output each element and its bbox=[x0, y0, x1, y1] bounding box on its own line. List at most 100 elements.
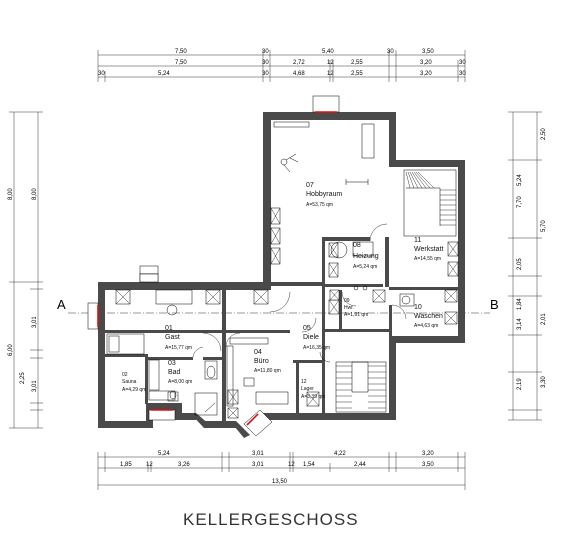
dim-top3-7: 3,20 bbox=[420, 71, 432, 77]
svg-text:A=3,39 qm: A=3,39 qm bbox=[301, 394, 325, 400]
svg-text:10: 10 bbox=[414, 304, 422, 311]
dim-left-5: 2,25 bbox=[20, 372, 26, 384]
room-buero: 04 Büro A=11,80 qm bbox=[254, 349, 281, 374]
dim-top-3: 5,40 bbox=[322, 49, 334, 55]
dim-bottom-2: 3,01 bbox=[252, 451, 264, 457]
dim-right-4: 5,70 bbox=[541, 220, 547, 232]
svg-text:A=14,55 qm: A=14,55 qm bbox=[414, 256, 441, 262]
dim-top3-3: 30 bbox=[262, 71, 269, 77]
dim-right-6: 1,84 bbox=[517, 298, 523, 310]
section-line: A B bbox=[57, 297, 499, 314]
dim-top3-1: 30 bbox=[98, 71, 105, 77]
dim-top3-8: 30 bbox=[459, 71, 466, 77]
dim-top3-6: 2,55 bbox=[351, 71, 363, 77]
dim-bottom2-2: 12 bbox=[146, 462, 153, 468]
dim-top-5: 3,50 bbox=[422, 49, 434, 55]
room-heizung: 08 Heizung A=5,24 qm bbox=[353, 242, 379, 270]
svg-text:A=4,29 qm: A=4,29 qm bbox=[122, 387, 146, 393]
room-bad: 03 Bad A=8,00 qm bbox=[168, 360, 192, 385]
dim-top3-4: 4,68 bbox=[293, 71, 305, 77]
section-label-b: B bbox=[490, 297, 499, 312]
dim-bottom-4: 3,20 bbox=[422, 451, 434, 457]
svg-text:A=1,91 qm: A=1,91 qm bbox=[344, 312, 368, 318]
dim-right-7: 3,14 bbox=[517, 318, 523, 330]
svg-text:A=8,00 qm: A=8,00 qm bbox=[168, 379, 192, 385]
svg-text:A=16,35 qm: A=16,35 qm bbox=[303, 345, 330, 351]
dim-top-4: 30 bbox=[387, 49, 394, 55]
svg-text:11: 11 bbox=[414, 237, 421, 244]
dim-top3-5: 12 bbox=[327, 71, 334, 77]
svg-text:Hobbyraum: Hobbyraum bbox=[306, 191, 342, 198]
dim-bottom2-3: 3,26 bbox=[178, 462, 190, 468]
dim-bottom2-7: 2,44 bbox=[354, 462, 366, 468]
dim-bottom2-5: 12 bbox=[288, 462, 295, 468]
dim-top2-3: 2,72 bbox=[293, 60, 305, 66]
dim-right-10: 3,30 bbox=[541, 376, 547, 388]
dim-top2-2: 30 bbox=[262, 60, 269, 66]
dim-right-8: 2,01 bbox=[541, 313, 547, 325]
dim-top2-5: 2,55 bbox=[351, 60, 363, 66]
dim-right-5: 2,05 bbox=[517, 258, 523, 270]
windows bbox=[87, 95, 340, 437]
svg-text:Lager: Lager bbox=[301, 386, 314, 392]
svg-text:A=11,80 qm: A=11,80 qm bbox=[254, 368, 281, 374]
room-hwr: 09 Hwr. A=1,91 qm bbox=[344, 298, 368, 318]
svg-text:02: 02 bbox=[122, 372, 128, 378]
dim-bottom2-1: 1,85 bbox=[120, 462, 132, 468]
svg-text:A=5,24 qm: A=5,24 qm bbox=[353, 264, 377, 270]
dim-left-1: 8,00 bbox=[8, 188, 14, 200]
top-dimensions: 7,50 30 5,40 30 3,50 7,50 30 2,72 12 2,5… bbox=[97, 49, 466, 82]
svg-text:Sauna: Sauna bbox=[122, 379, 137, 385]
svg-text:Gast: Gast bbox=[165, 334, 180, 341]
room-hobbyraum: 07 Hobbyraum A=53,75 qm bbox=[306, 182, 342, 208]
dim-top3-2: 5,24 bbox=[158, 71, 170, 77]
dim-left-4: 3,01 bbox=[32, 316, 38, 328]
dim-right-3: 7,70 bbox=[517, 196, 523, 208]
room-waschen: 10 Waschen A=4,63 qm bbox=[414, 304, 443, 329]
dim-top2-7: 30 bbox=[459, 60, 466, 66]
room-diele: 05 Diele A=16,35 qm bbox=[303, 325, 330, 351]
plan-title: KELLERGESCHOSS bbox=[183, 510, 359, 529]
room-sauna: 02 Sauna A=4,29 qm bbox=[122, 372, 146, 393]
room-werkstatt: 11 Werkstatt A=14,55 qm bbox=[414, 237, 443, 262]
bottom-dimensions: 5,24 3,01 4,22 3,20 1,85 12 3,26 3,01 12… bbox=[97, 451, 466, 490]
left-dimensions: 8,00 6,00 8,00 3,01 2,25 3,01 bbox=[8, 111, 43, 429]
dim-bottom-3: 4,22 bbox=[334, 451, 346, 457]
dim-bottom-total: 13,50 bbox=[272, 479, 288, 485]
svg-text:01: 01 bbox=[165, 325, 173, 332]
svg-text:Hwr.: Hwr. bbox=[344, 305, 354, 311]
dim-bottom2-8: 3,50 bbox=[422, 462, 434, 468]
room-gast: 01 Gast A=15,77 qm bbox=[165, 325, 192, 351]
dim-bottom2-6: 1,54 bbox=[303, 462, 315, 468]
dim-bottom2-4: 3,01 bbox=[252, 462, 264, 468]
svg-text:08: 08 bbox=[353, 242, 361, 249]
svg-text:Diele: Diele bbox=[303, 334, 319, 341]
dim-right-9: 2,19 bbox=[517, 378, 523, 390]
svg-text:09: 09 bbox=[344, 298, 350, 304]
dim-top2-1: 7,50 bbox=[175, 60, 187, 66]
dim-right-1: 2,50 bbox=[541, 128, 547, 140]
dim-top2-6: 3,20 bbox=[420, 60, 432, 66]
svg-text:A=4,63 qm: A=4,63 qm bbox=[414, 323, 438, 329]
right-dimensions: 2,50 5,24 7,70 5,70 2,05 1,84 3,14 2,01 … bbox=[508, 111, 547, 421]
svg-text:Bad: Bad bbox=[168, 369, 181, 376]
dim-left-6: 3,01 bbox=[32, 380, 38, 392]
svg-text:12: 12 bbox=[301, 379, 307, 385]
dim-top-1: 7,50 bbox=[175, 49, 187, 55]
svg-text:Büro: Büro bbox=[254, 358, 269, 365]
dim-top-2: 30 bbox=[262, 49, 269, 55]
fixtures bbox=[106, 121, 415, 416]
svg-text:Werkstatt: Werkstatt bbox=[414, 246, 443, 253]
dim-left-3: 8,00 bbox=[32, 188, 38, 200]
svg-text:05: 05 bbox=[303, 325, 311, 332]
dim-bottom-1: 5,24 bbox=[158, 451, 170, 457]
dim-left-2: 6,00 bbox=[8, 344, 14, 356]
svg-text:Heizung: Heizung bbox=[353, 253, 379, 260]
dim-top2-4: 12 bbox=[327, 60, 334, 66]
stairs-lower bbox=[335, 361, 387, 413]
room-lager: 12 Lager A=3,39 qm bbox=[301, 379, 325, 400]
svg-text:03: 03 bbox=[168, 360, 176, 367]
dim-right-2: 5,24 bbox=[517, 174, 523, 186]
svg-text:A=15,77 qm: A=15,77 qm bbox=[165, 345, 192, 351]
